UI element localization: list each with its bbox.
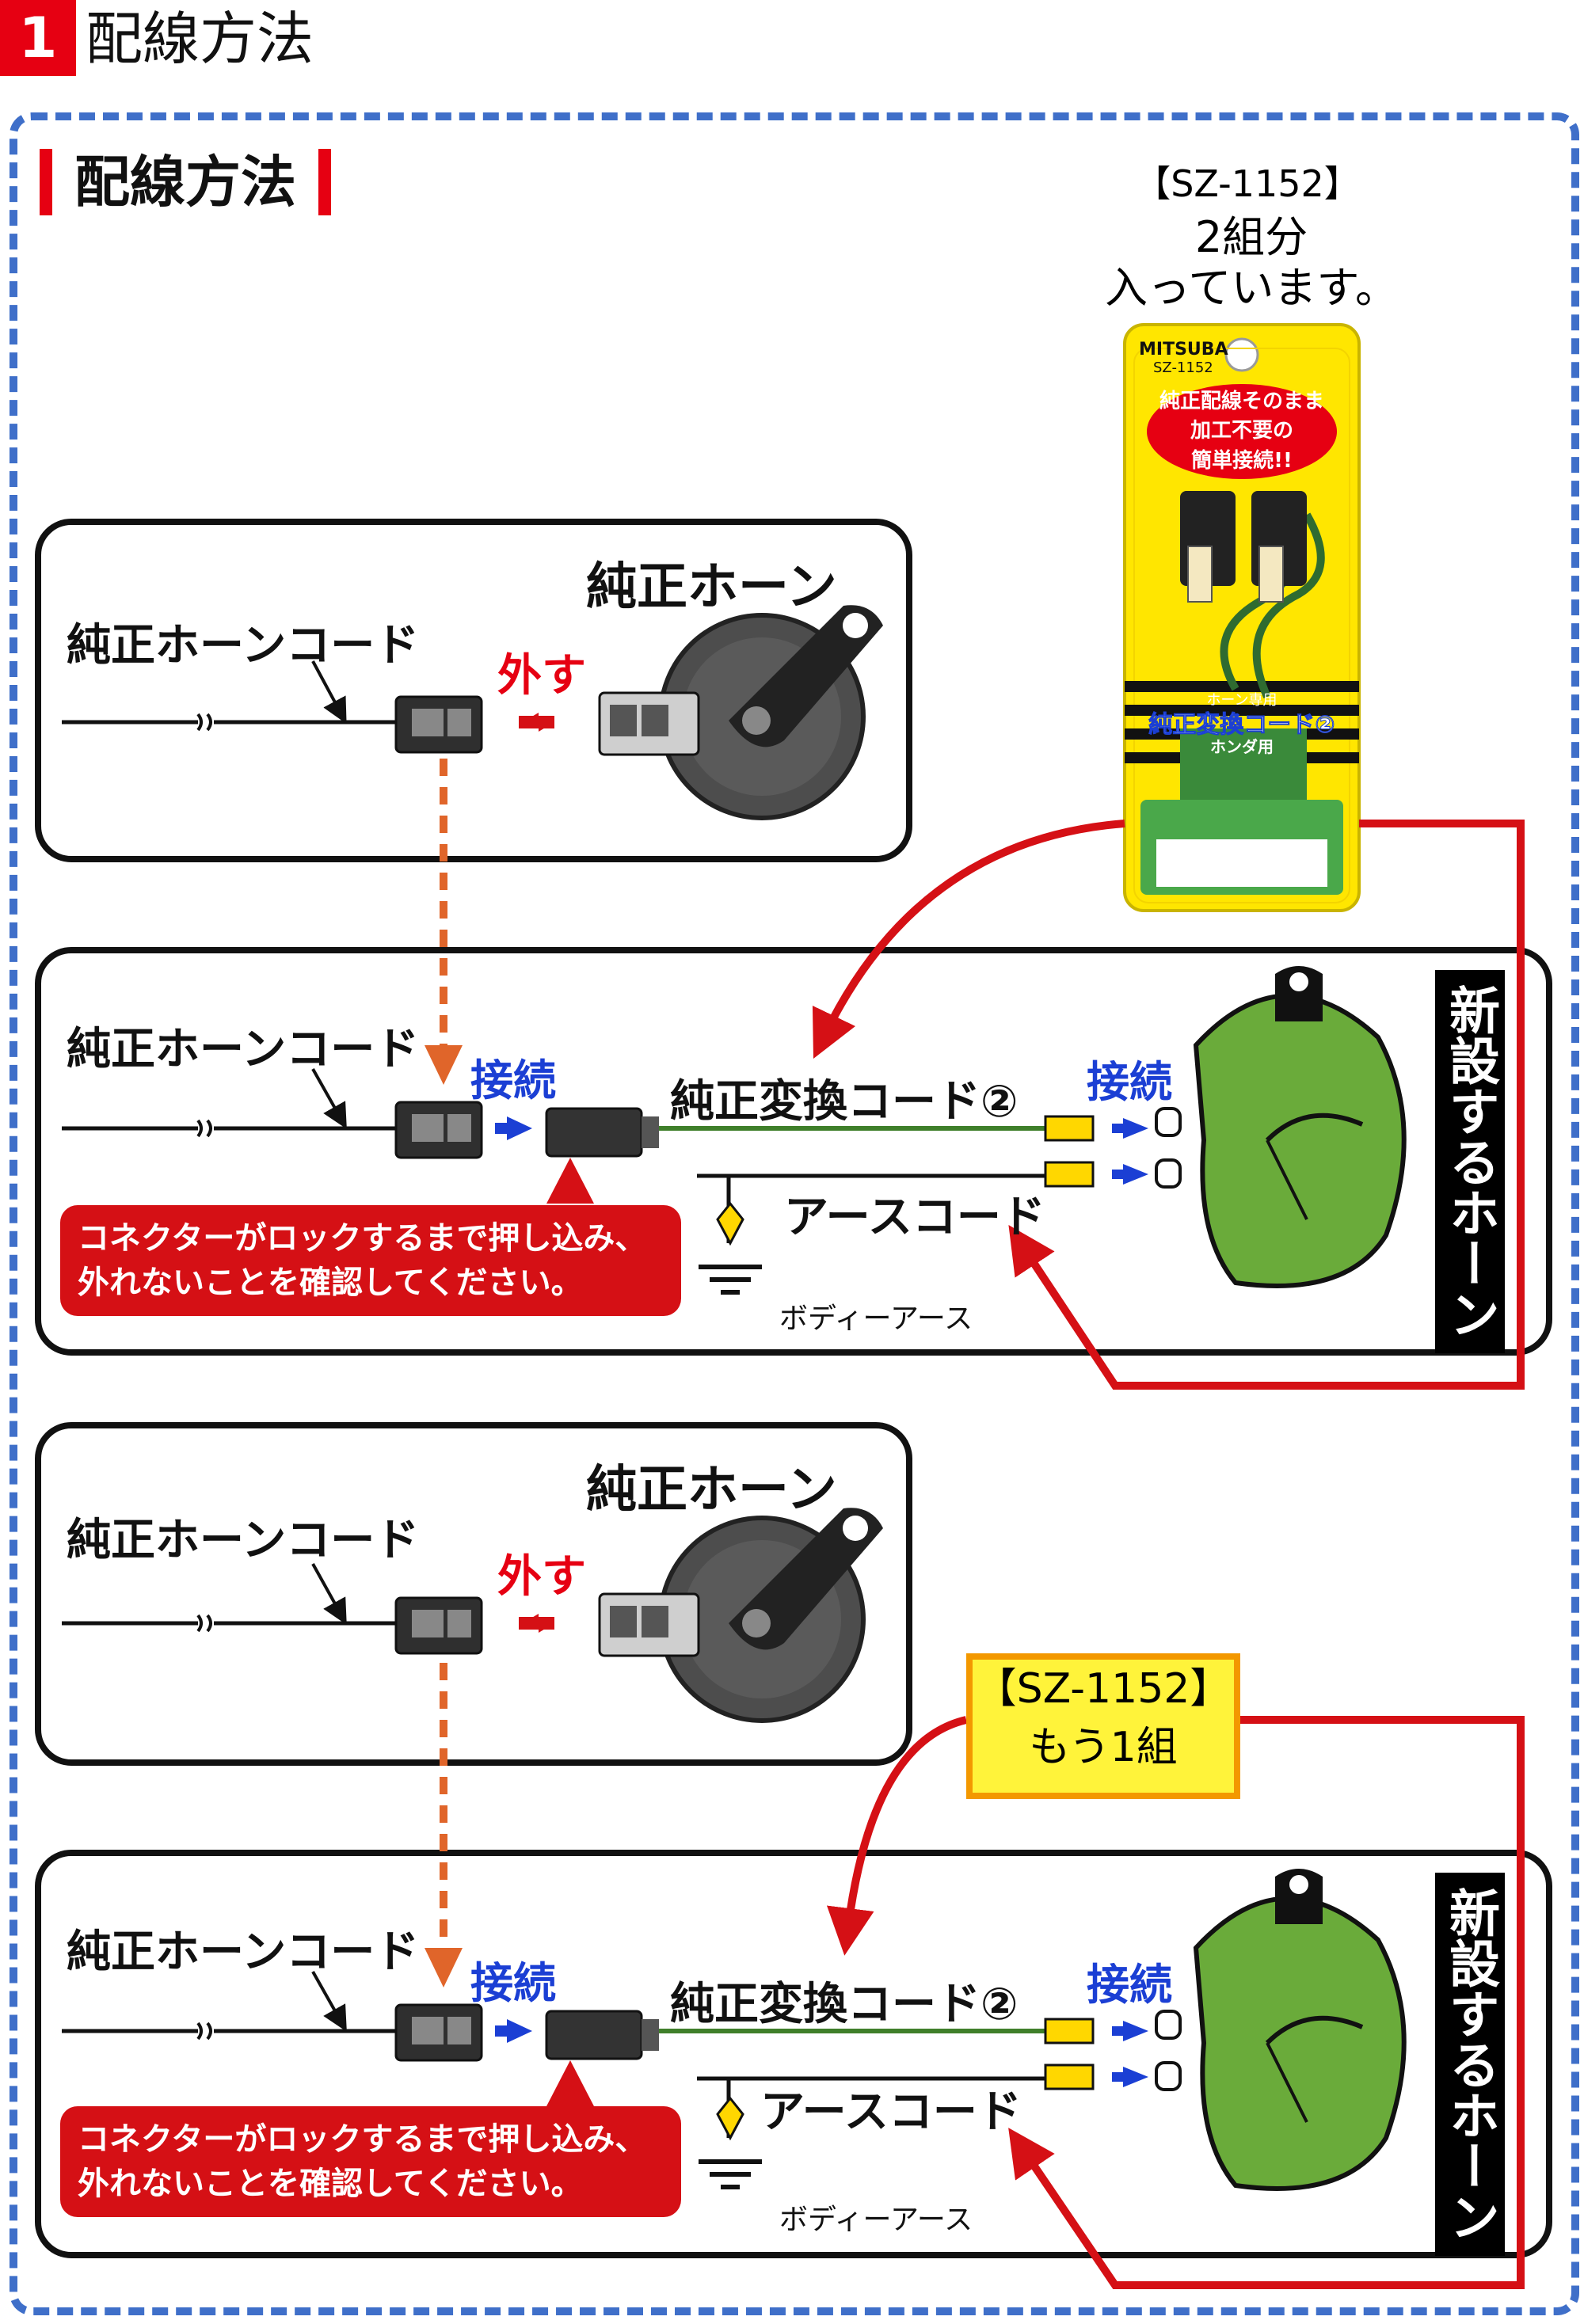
lock-note-line1: コネクターがロックするまで押し込み、: [78, 1220, 647, 1257]
package-tagline-2: 加工不要の: [1190, 419, 1293, 443]
package-product-name: 純正変換コード②: [1148, 711, 1335, 739]
oem-horn-cord-label-1: 純正ホーンコード: [67, 620, 420, 671]
earth-cord-label-2: アースコード: [760, 2086, 1022, 2138]
new-horn-diagram-2: [62, 1869, 1407, 2191]
conversion-cord-label-2: 純正変換コード②: [670, 1979, 1019, 2030]
connect-label-2: 接続: [1087, 1057, 1172, 1107]
remove-label-1: 外す: [497, 650, 586, 702]
body-earth-label-2: ボディーアース: [779, 2204, 973, 2236]
oem-horn-cord-label-4: 純正ホーンコード: [67, 1927, 420, 1978]
earth-cord-label-1: アースコード: [784, 1192, 1045, 1243]
product-package: [1123, 323, 1361, 912]
body-earth-label-1: ボディーアース: [779, 1303, 973, 1335]
lock-note-line2: 外れないことを確認してください。: [78, 2166, 583, 2202]
lock-note-line2: 外れないことを確認してください。: [78, 1265, 583, 1301]
new-horn-text: 新設するホーン: [1441, 984, 1499, 1339]
oem-horn-cord-label-2: 純正ホーンコード: [67, 1024, 420, 1075]
second-set-note: もう1組: [1029, 1724, 1178, 1771]
red-route-arrows: [812, 820, 1525, 2289]
connect-label-3: 接続: [470, 1958, 556, 2008]
new-horn-text: 新設するホーン: [1441, 1887, 1499, 2242]
lock-warning-callout-2: コネクターがロックするまで押し込み、 外れないことを確認してください。: [60, 2106, 681, 2217]
package-tagline-1: 純正配線そのまま: [1159, 389, 1324, 413]
step-number-badge: 1: [0, 0, 76, 76]
package-note: 2組分 入っています。: [1093, 212, 1410, 314]
package-model-label: 【SZ-1152】: [1134, 162, 1361, 205]
second-set-model: 【SZ-1152】: [975, 1665, 1232, 1713]
remove-label-2: 外す: [497, 1551, 586, 1603]
new-horn-vertical-label-2: 新設するホーン: [1435, 1873, 1505, 2256]
connect-label-1: 接続: [470, 1055, 556, 1105]
oem-horn-diagram-1: [62, 605, 883, 820]
drop-arrowheads: [425, 1045, 463, 1987]
lock-note-line1: コネクターがロックするまで押し込み、: [78, 2121, 647, 2158]
package-note-line1: 2組分: [1194, 212, 1308, 262]
conversion-cord-label-1: 純正変換コード②: [670, 1076, 1019, 1128]
lock-warning-callout-1: コネクターがロックするまで押し込み、 外れないことを確認してください。: [60, 1205, 681, 1316]
package-tagline-3: 簡単接続!!: [1191, 448, 1293, 473]
oem-horn-diagram-2: [62, 1508, 883, 1723]
page-title: 配線方法: [86, 6, 314, 72]
connect-label-4: 接続: [1087, 1960, 1172, 2010]
new-horn-diagram-1: [62, 966, 1407, 1295]
package-brand: MITSUBA: [1139, 340, 1228, 359]
package-note-line2: 入っています。: [1105, 263, 1398, 313]
oem-horn-label-2: 純正ホーン: [586, 1461, 837, 1520]
content-frame: [10, 112, 1579, 2315]
package-tag: ホーン専用: [1206, 692, 1277, 709]
oem-horn-label-1: 純正ホーン: [586, 558, 837, 617]
oem-horn-cord-label-3: 純正ホーンコード: [67, 1515, 420, 1566]
package-sku: SZ-1152: [1153, 359, 1213, 376]
section-title: 配線方法: [40, 149, 331, 215]
second-set-callout: 【SZ-1152】 もう1組: [966, 1653, 1240, 1799]
package-maker: ホンダ用: [1210, 737, 1274, 756]
new-horn-vertical-label-1: 新設するホーン: [1435, 970, 1505, 1353]
